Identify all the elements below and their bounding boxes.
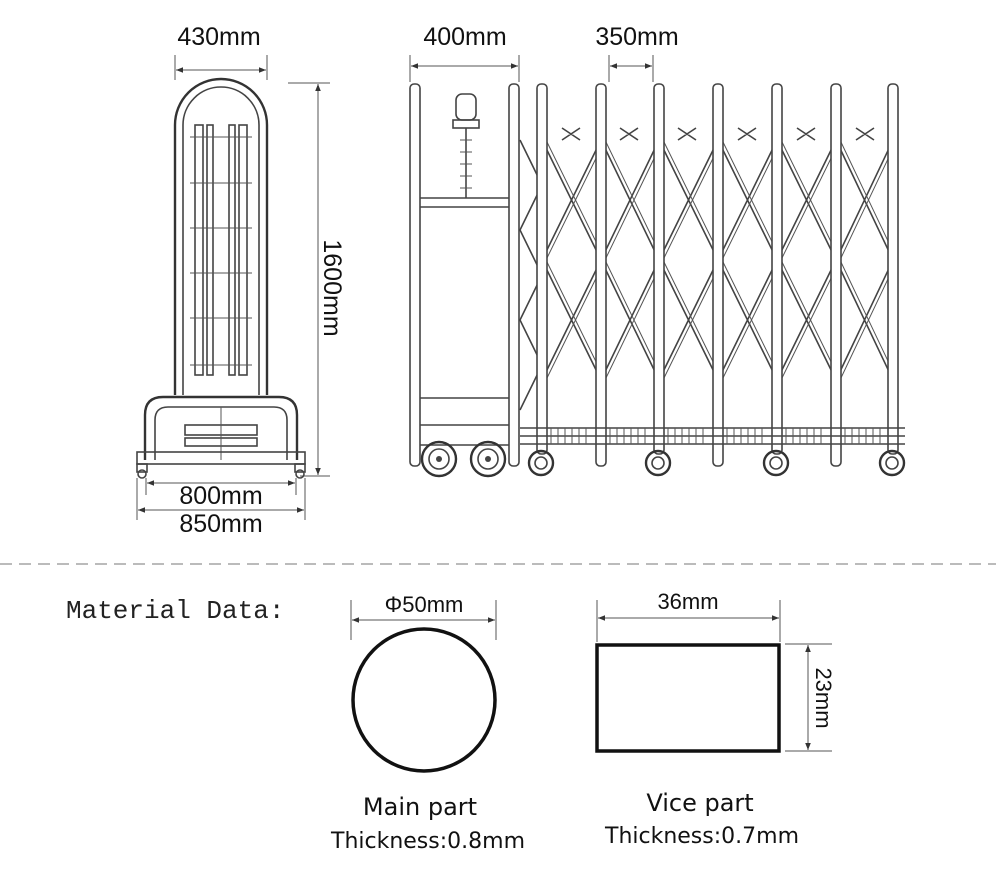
svg-text:Φ50mm: Φ50mm: [385, 592, 464, 617]
head-wheel-icon: [469, 440, 507, 478]
side-height-label: 1600mm: [318, 239, 346, 336]
side-frame: [136, 77, 306, 479]
rect-tube-width-label: 36mm: [657, 589, 718, 614]
material-section: Material Data: Φ50mm Main part Thickness…: [66, 589, 836, 854]
lattice-posts: [536, 83, 899, 467]
head-width-label: 400mm: [423, 23, 506, 51]
base-inner-dimension: 800mm: [145, 478, 297, 510]
round-tube-diameter-label: 50mm: [402, 592, 463, 617]
front-view: 400mm 350mm: [409, 23, 906, 478]
rect-tube: 36mm 23mm Vice part Thickness:0.7mm: [595, 589, 836, 849]
spacing-label: 350mm: [595, 23, 678, 51]
base-outer-label: 850mm: [179, 510, 262, 538]
round-tube: Φ50mm Main part Thickness:0.8mm: [330, 592, 525, 854]
rect-tube-thickness: Thickness:0.7mm: [604, 824, 799, 849]
rect-tube-section-icon: [595, 643, 781, 753]
rect-tube-name: Vice part: [646, 789, 753, 817]
lattice-wheel-icon: [527, 449, 555, 477]
round-tube-thickness: Thickness:0.8mm: [330, 829, 525, 854]
bottom-track: [520, 427, 905, 445]
material-heading: Material Data:: [66, 596, 284, 626]
rect-tube-height-label: 23mm: [811, 667, 836, 728]
round-tube-section-icon: [351, 627, 497, 773]
side-width-dimension: 430mm: [174, 23, 268, 80]
warning-lamp-icon: [452, 93, 480, 198]
base-inner-label: 800mm: [179, 482, 262, 510]
gate-head-cabinet: [409, 83, 520, 478]
side-width-label: 430mm: [177, 23, 260, 51]
diameter-symbol: Φ: [385, 592, 403, 617]
spacing-dimension: 350mm: [595, 23, 679, 82]
head-wheel-icon: [420, 440, 458, 478]
round-tube-name: Main part: [363, 793, 477, 821]
lattice-wheel-icon: [878, 449, 906, 477]
base-outer-dimension: 850mm: [136, 478, 306, 538]
lattice-wheel-icon: [762, 449, 790, 477]
side-height-dimension: 1600mm: [288, 82, 346, 477]
head-width-dimension: 400mm: [409, 23, 520, 82]
lattice-wheel-icon: [644, 449, 672, 477]
side-view: 430mm 1600mm: [136, 23, 346, 538]
expandable-lattice: [519, 127, 898, 411]
